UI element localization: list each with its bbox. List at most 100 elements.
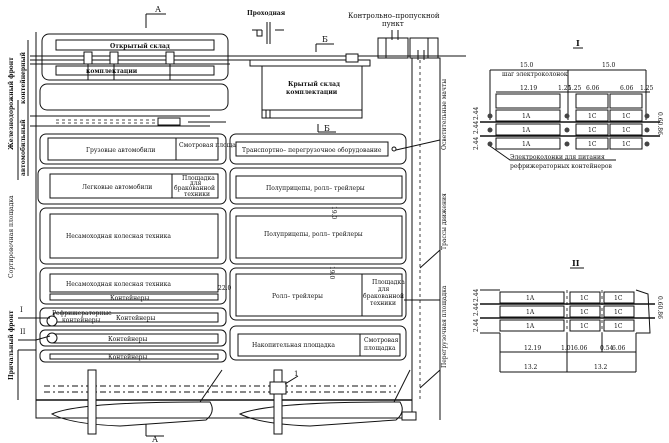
zone-refrigerated: Рефрижераторные контейнеры Контейнеры: [39, 307, 227, 327]
svg-text:Сортировочная площадка: Сортировочная площадка: [8, 195, 15, 278]
svg-text:1.01: 1.01: [561, 345, 574, 352]
detail-2-row: 1A 1C 1C: [499, 305, 635, 318]
zone-containers-strip: Контейнеры: [39, 349, 227, 363]
svg-text:Контейнеры: Контейнеры: [108, 336, 148, 343]
section-mark-b-bottom: Б: [317, 124, 336, 133]
svg-text:Проходная: Проходная: [247, 10, 286, 17]
detail-1: I 15.0 15.0 шаг электроколонок 12.19 1.2…: [473, 38, 663, 170]
svg-text:1A: 1A: [526, 309, 535, 316]
crane-rail-line: [44, 385, 396, 393]
svg-text:1A: 1A: [522, 113, 531, 120]
detail-2: II 1A 1C 1C 1A 1C 1C 1A 1C 1C 2.44: [473, 258, 663, 373]
covered-storage-block: Крытый склад комплектации: [249, 53, 371, 119]
svg-text:автомобильный: автомобильный: [20, 119, 27, 176]
svg-text:II: II: [20, 328, 26, 336]
detail-1-row: 1A 1C 1C: [495, 137, 643, 150]
svg-text:Осветительные мачты: Осветительные мачты: [441, 79, 448, 150]
svg-text:1C: 1C: [622, 113, 631, 120]
section-mark-a-top: А: [145, 5, 166, 28]
svg-text:Грузовые автомобили: Грузовые автомобили: [86, 147, 155, 154]
svg-text:1C: 1C: [622, 141, 631, 148]
svg-text:1C: 1C: [588, 113, 597, 120]
svg-text:Полуприцепы, ролл– трейлеры: Полуприцепы, ролл– трейлеры: [266, 185, 365, 192]
zone-handling-equipment: Транспортно– перегрузочное оборудование: [229, 133, 407, 165]
svg-text:2.44: 2.44: [473, 120, 480, 134]
zone-accumulation: Накопительная площадка Смотровая площадк…: [229, 325, 407, 361]
terminal-boundary: [35, 32, 441, 420]
svg-text:Смотровая: Смотровая: [364, 337, 399, 344]
svg-text:1C: 1C: [580, 309, 589, 316]
svg-text:1C: 1C: [580, 323, 589, 330]
svg-text:6.06: 6.06: [620, 85, 634, 92]
svg-text:1A: 1A: [526, 323, 535, 330]
svg-text:Полуприцепы, ролл– трейлеры: Полуприцепы, ролл– трейлеры: [264, 231, 363, 238]
svg-text:2.44: 2.44: [473, 318, 480, 332]
svg-text:0.54: 0.54: [600, 345, 614, 352]
svg-text:Электроколонки для питания: Электроколонки для питания: [510, 154, 605, 161]
svg-text:рефрижераторных контейнеров: рефрижераторных контейнеров: [510, 163, 612, 170]
svg-text:6.06: 6.06: [586, 85, 600, 92]
svg-text:0.60.86: 0.60.86: [656, 296, 663, 319]
svg-text:Перегрузочная площадка: Перегрузочная площадка: [441, 285, 448, 368]
svg-text:Накопительная площадка: Накопительная площадка: [252, 342, 335, 349]
detail-2-row: 1A 1C 1C: [499, 291, 635, 304]
svg-text:Б: Б: [324, 124, 330, 133]
svg-text:Б: Б: [322, 35, 328, 44]
section-mark-a-bottom: А: [145, 424, 164, 443]
checkpoint: Контрольно–пропускной пункт: [348, 12, 440, 60]
rail-siding: [30, 115, 226, 127]
zone-wheeled-1: Несамоходная колесная техника: [39, 207, 227, 265]
svg-text:для: для: [378, 286, 390, 293]
svg-text:Транспортно– перегрузочное обо: Транспортно– перегрузочное оборудование: [242, 147, 382, 154]
svg-text:13.2: 13.2: [594, 364, 608, 371]
section-mark-b-top: Б: [315, 35, 334, 52]
svg-text:12.19: 12.19: [520, 85, 537, 92]
svg-text:Трассы движения: Трассы движения: [441, 193, 448, 250]
svg-text:площадка: площадка: [364, 345, 396, 352]
zone-cars: Легковые автомобили Площадка для бракова…: [37, 167, 227, 205]
svg-text:1.25: 1.25: [640, 85, 654, 92]
svg-text:1: 1: [294, 370, 298, 378]
svg-text:2.44: 2.44: [473, 136, 480, 150]
svg-text:Крытый склад: Крытый склад: [288, 81, 340, 88]
svg-text:Контейнеры: Контейнеры: [108, 354, 148, 361]
svg-text:Площадка: Площадка: [372, 279, 405, 286]
svg-text:1.25: 1.25: [558, 85, 572, 92]
svg-text:Несамоходная колесная техника: Несамоходная колесная техника: [66, 233, 171, 240]
svg-text:I: I: [20, 306, 23, 314]
svg-text:контейнерный: контейнерный: [20, 51, 27, 104]
svg-text:1C: 1C: [588, 127, 597, 134]
svg-text:Открытый склад: Открытый склад: [110, 43, 170, 50]
svg-text:2.44: 2.44: [473, 288, 480, 302]
svg-text:1A: 1A: [522, 141, 531, 148]
svg-text:Смотровая площадка: Смотровая площадка: [179, 142, 247, 149]
svg-text:1C: 1C: [588, 141, 597, 148]
ship-1: [50, 369, 223, 435]
svg-text:Железнодорожный фронт: Железнодорожный фронт: [8, 57, 15, 150]
ship-2: 1: [238, 369, 417, 435]
zone-wheeled-2: Несамоходная колесная техника Контейнеры: [39, 267, 227, 305]
svg-text:А: А: [155, 5, 161, 14]
zone-containers: Контейнеры: [39, 329, 227, 347]
svg-text:Площадка: Площадка: [182, 175, 215, 182]
svg-text:Легковые автомобили: Легковые автомобили: [82, 184, 152, 191]
svg-text:6.06: 6.06: [612, 345, 626, 352]
svg-text:А: А: [152, 435, 158, 443]
svg-text:15.0: 15.0: [520, 62, 534, 69]
svg-text:1C: 1C: [614, 295, 623, 302]
svg-text:1C: 1C: [614, 309, 623, 316]
svg-text:комплектации: комплектации: [86, 68, 138, 75]
open-storage-block: Открытый склад комплектации: [30, 33, 466, 81]
svg-text:пункт: пункт: [382, 20, 404, 28]
svg-text:1C: 1C: [580, 295, 589, 302]
power-column-icon: [487, 113, 650, 147]
svg-text:бракованной: бракованной: [174, 185, 215, 192]
svg-text:13.2: 13.2: [524, 364, 538, 371]
svg-text:6.06: 6.06: [574, 345, 588, 352]
svg-text:I: I: [576, 38, 580, 48]
svg-text:15.0: 15.0: [602, 62, 616, 69]
svg-text:шаг электроколонок: шаг электроколонок: [502, 71, 568, 78]
svg-text:Рефрижераторные: Рефрижераторные: [52, 310, 112, 317]
side-labels-left: Железнодорожный фронт контейнерный автом…: [8, 40, 51, 400]
